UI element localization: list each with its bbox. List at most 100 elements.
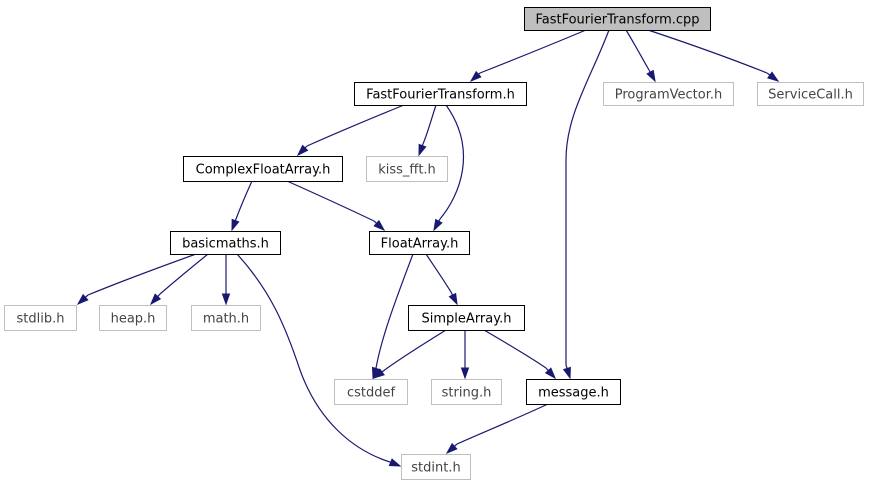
- edge-arrowhead: [388, 458, 402, 467]
- node-label: ServiceCall.h: [768, 88, 853, 103]
- node-label: string.h: [442, 386, 492, 401]
- node-box: [4, 305, 77, 331]
- edge-fft_h-to-floatarray_h: [433, 104, 465, 232]
- edge-line-tail: [766, 72, 771, 76]
- node-label: heap.h: [111, 312, 156, 327]
- edge-line: [439, 104, 465, 220]
- node-string-h[interactable]: string.h: [431, 379, 502, 405]
- edge-arrowhead: [767, 71, 780, 82]
- node-math-h[interactable]: math.h: [191, 305, 261, 331]
- node-box: [401, 454, 471, 480]
- node-floatarray-h[interactable]: FloatArray.h: [369, 231, 470, 255]
- node-box: [366, 156, 448, 182]
- edge-message_h-to-stdint_h: [445, 403, 549, 455]
- node-label: cstddef: [347, 386, 396, 401]
- node-box: [354, 82, 527, 106]
- edge-arrowhead: [469, 70, 482, 83]
- edge-arrowhead: [221, 293, 231, 306]
- edge-fft_cpp-to-fft_h: [469, 29, 587, 83]
- node-label: FloatArray.h: [381, 237, 459, 252]
- node-label: stdlib.h: [17, 312, 65, 327]
- edge-arrowhead: [296, 144, 309, 157]
- node-box: [431, 379, 502, 405]
- node-servicecall-h[interactable]: ServiceCall.h: [757, 82, 864, 106]
- edge-line-tail: [85, 294, 89, 298]
- node-programvector-h[interactable]: ProgramVector.h: [603, 82, 734, 106]
- edge-basicmaths_h-to-stdint_h: [236, 253, 402, 467]
- node-box: [183, 156, 343, 182]
- node-box: [170, 231, 281, 255]
- node-label: stdint.h: [411, 461, 460, 476]
- edge-arrowhead: [460, 367, 470, 380]
- node-box: [334, 379, 408, 405]
- edge-line-tail: [450, 291, 454, 296]
- edge-line: [235, 180, 253, 220]
- edge-arrowhead: [448, 292, 458, 306]
- edge-basicmaths_h-to-heap_h: [149, 253, 209, 306]
- edge-arrowhead: [149, 293, 162, 306]
- edge-arrowhead: [76, 293, 89, 306]
- edge-line: [483, 329, 547, 369]
- node-label: ComplexFloatArray.h: [196, 163, 331, 178]
- node-heap-h[interactable]: heap.h: [99, 305, 167, 331]
- edge-arrowhead: [445, 442, 458, 455]
- node-label: SimpleArray.h: [422, 312, 512, 327]
- edge-complexfloatarray_h-to-floatarray_h: [286, 180, 386, 232]
- edge-simplearray_h-to-message_h: [483, 329, 557, 380]
- edge-line: [159, 253, 209, 295]
- edge-fft_cpp-to-message_h: [562, 29, 610, 380]
- edge-arrowhead: [371, 366, 381, 380]
- edge-arrowhead: [372, 368, 385, 379]
- edge-fft_cpp-to-programvector_h: [625, 29, 656, 83]
- edges-layer: [76, 29, 780, 467]
- edge-fft_cpp-to-servicecall_h: [647, 29, 780, 82]
- node-box: [369, 231, 470, 255]
- edge-line-tail: [565, 364, 568, 369]
- node-stdlib-h[interactable]: stdlib.h: [4, 305, 77, 331]
- node-box: [99, 305, 167, 331]
- node-fft-h[interactable]: FastFourierTransform.h: [354, 82, 527, 106]
- edge-arrowhead: [418, 143, 427, 157]
- edge-arrowhead: [231, 218, 240, 232]
- edge-line: [385, 329, 447, 370]
- edge-arrowhead: [544, 367, 557, 380]
- edge-basicmaths_h-to-stdlib_h: [76, 253, 197, 306]
- edge-line: [625, 29, 650, 71]
- node-label: math.h: [203, 312, 249, 327]
- edge-arrowhead: [562, 366, 571, 380]
- node-label: FastFourierTransform.cpp: [535, 13, 699, 28]
- edge-floatarray_h-to-simplearray_h: [425, 253, 458, 306]
- node-complexfloatarray-h[interactable]: ComplexFloatArray.h: [183, 156, 343, 182]
- edge-line: [422, 104, 437, 145]
- nodes-layer: FastFourierTransform.cppFastFourierTrans…: [4, 7, 864, 480]
- node-label: basicmaths.h: [182, 237, 269, 252]
- node-simplearray-h[interactable]: SimpleArray.h: [408, 305, 525, 331]
- node-box: [191, 305, 261, 331]
- node-kiss-fft-h[interactable]: kiss_fft.h: [366, 156, 448, 182]
- node-fft-cpp[interactable]: FastFourierTransform.cpp: [524, 7, 711, 31]
- edge-simplearray_h-to-cstddef: [372, 329, 447, 379]
- edge-complexfloatarray_h-to-basicmaths_h: [231, 180, 253, 232]
- edge-line-tail: [381, 368, 387, 373]
- node-message-h[interactable]: message.h: [526, 379, 621, 405]
- edge-line: [425, 253, 452, 293]
- node-cstddef[interactable]: cstddef: [334, 379, 408, 405]
- edge-line: [306, 104, 405, 147]
- node-stdint-h[interactable]: stdint.h: [401, 454, 471, 480]
- edge-line: [479, 29, 587, 74]
- node-box: [603, 82, 734, 106]
- node-label: kiss_fft.h: [378, 163, 436, 178]
- edge-simplearray_h-to-string_h: [460, 330, 470, 380]
- edge-fft_h-to-kiss_fft_h: [418, 104, 437, 157]
- edge-arrowhead: [646, 69, 656, 83]
- edge-line-tail: [545, 367, 549, 371]
- edge-floatarray_h-to-cstddef: [371, 253, 414, 380]
- node-basicmaths-h[interactable]: basicmaths.h: [170, 231, 281, 255]
- edge-line: [565, 29, 610, 365]
- edge-line: [456, 403, 549, 445]
- edge-line-tail: [157, 293, 161, 297]
- node-box: [524, 7, 711, 31]
- node-box: [757, 82, 864, 106]
- node-label: ProgramVector.h: [615, 88, 722, 103]
